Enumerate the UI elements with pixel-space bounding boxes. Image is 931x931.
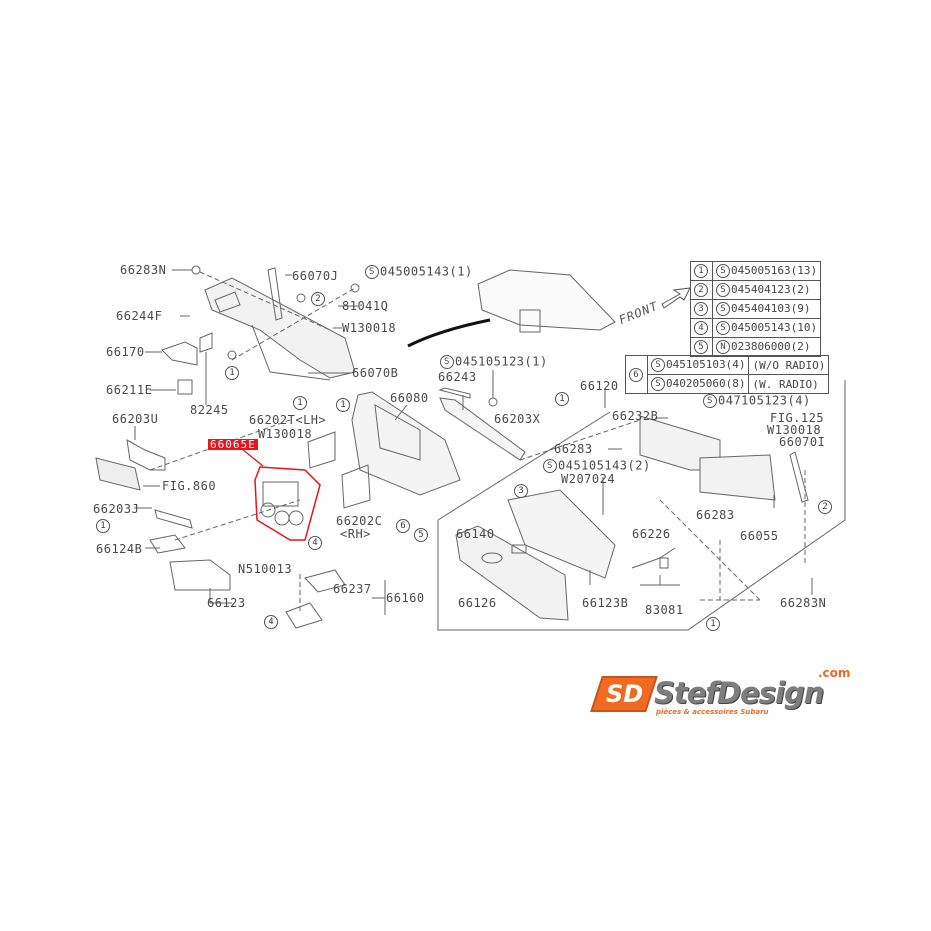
callout-5-icon: 5 (694, 340, 708, 354)
part-label-66283-b: 66283 (696, 508, 735, 522)
part-label-66123B: 66123B (582, 596, 629, 610)
logo-tagline: pièces & accessoires Subaru (656, 708, 769, 716)
part-label-66202C: 66202C (336, 514, 383, 528)
s-prefix-icon: S (440, 355, 454, 369)
legend-note: (W. RADIO) (748, 374, 830, 394)
callout-5-icon: 5 (414, 528, 428, 542)
part-label-w130018: W130018 (342, 321, 397, 335)
part-label-66202T: 66202T<LH> (249, 413, 327, 427)
s-prefix-icon: S (716, 264, 730, 278)
part-label-66243: 66243 (438, 370, 477, 384)
part-label-66070B: 66070B (352, 366, 399, 380)
part-label-66203J: 66203J (93, 502, 140, 516)
callout-2-icon: 2 (818, 500, 832, 514)
s-prefix-icon: S (716, 283, 730, 297)
part-label-66237: 66237 (333, 582, 372, 596)
legend-note: (W/O RADIO) (748, 355, 830, 375)
part-label-66123: 66123 (207, 596, 246, 610)
part-label-66283-a: 66283 (554, 442, 593, 456)
legend-part-number: 045404123(2) (731, 283, 811, 296)
s-prefix-icon: S (651, 377, 665, 391)
part-label-66211E: 66211E (106, 383, 153, 397)
part-label-66124B: 66124B (96, 542, 143, 556)
legend-part-number: 045005163(13) (731, 264, 818, 277)
s-prefix-icon: S (703, 394, 717, 408)
callout-3-icon: 3 (514, 484, 528, 498)
callout-6-icon: 6 (396, 519, 410, 533)
callout-4-icon: 4 (308, 536, 322, 550)
part-label-82245: 82245 (190, 403, 229, 417)
legend-part-number: 023806000(2) (731, 340, 811, 353)
part-label-fig860: FIG.860 (162, 479, 217, 493)
part-label-w130018-mid: W130018 (258, 427, 313, 441)
logo-domain: .com (818, 666, 851, 680)
part-label-66244F: 66244F (116, 309, 163, 323)
stefdesign-logo[interactable]: SD StefDesign .com pièces & accessoires … (590, 666, 856, 718)
callout-1-icon: 1 (336, 398, 350, 412)
part-label-81041Q: 81041Q (342, 299, 389, 313)
part-label-66283N: 66283N (120, 263, 167, 277)
highlighted-part-66065E[interactable]: 66065E (208, 438, 258, 451)
part-label-rh: <RH> (340, 527, 371, 541)
callout-3-icon: 3 (694, 302, 708, 316)
s-prefix-icon: S (543, 459, 557, 473)
logo-wordmark: StefDesign (654, 676, 824, 710)
part-label-66120: 66120 (580, 379, 619, 393)
callout-1-icon: 1 (293, 396, 307, 410)
callout-4-icon: 4 (264, 615, 278, 629)
s-prefix-icon: S (651, 358, 665, 372)
part-label-66170: 66170 (106, 345, 145, 359)
part-label-66160: 66160 (386, 591, 425, 605)
part-label-66203U: 66203U (112, 412, 159, 426)
callout-1-icon: 1 (96, 519, 110, 533)
part-label-66055: 66055 (740, 529, 779, 543)
legend-part-number: 045404103(9) (731, 302, 811, 315)
part-label-66283N-bottom: 66283N (780, 596, 827, 610)
callout-1-icon: 1 (706, 617, 720, 631)
part-label-66226: 66226 (632, 527, 671, 541)
part-label-w130018-right: W130018 (767, 423, 822, 437)
n-prefix-icon: N (716, 340, 730, 354)
part-label-w207024: W207024 (561, 472, 616, 486)
part-label-66070I: 66070I (779, 435, 826, 449)
legend-part-number: 040205060(8) (666, 377, 746, 390)
part-label-fig125: FIG.125 (770, 411, 825, 425)
part-label-66070J: 66070J (292, 269, 339, 283)
s-prefix-icon: S (716, 321, 730, 335)
callout-1-icon: 1 (225, 366, 239, 380)
part-label-66080: 66080 (390, 391, 429, 405)
callout-6-icon: 6 (629, 367, 643, 382)
callout-2-icon: 2 (694, 283, 708, 297)
s-prefix-icon: S (716, 302, 730, 316)
part-label-66126: 66126 (458, 596, 497, 610)
part-label-n510013: N510013 (238, 562, 293, 576)
part-label-83081: 83081 (645, 603, 684, 617)
legend-part-number: 045005143(10) (731, 321, 818, 334)
part-label-66140: 66140 (456, 527, 495, 541)
callout-2-icon: 2 (311, 292, 325, 306)
part-label-66232B: 66232B (612, 409, 659, 423)
callout-4-icon: 4 (694, 321, 708, 335)
legend-part-number: 045105103(4) (666, 358, 746, 371)
sd-logo-mark: SD (590, 676, 658, 712)
callout-1-icon: 1 (694, 264, 708, 278)
part-label-66203X: 66203X (494, 412, 541, 426)
callout-1-icon: 1 (555, 392, 569, 406)
s-prefix-icon: S (365, 265, 379, 279)
